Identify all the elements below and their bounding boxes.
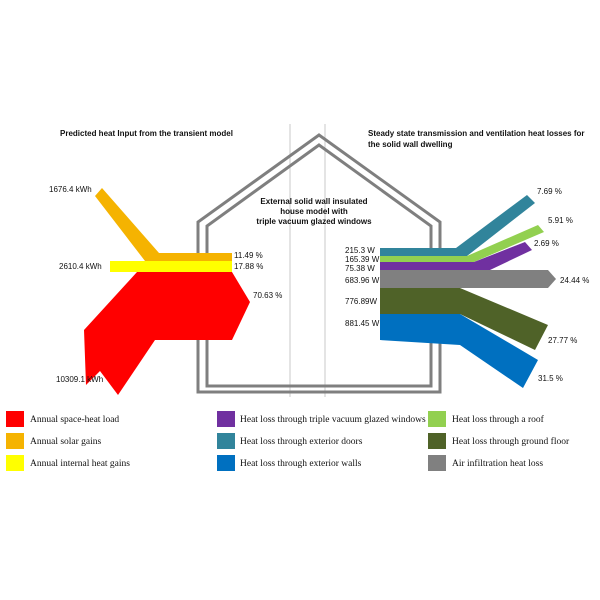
legend-swatch-solar xyxy=(6,433,24,449)
roof-loss-flow xyxy=(380,225,544,262)
legend-swatch-walls xyxy=(217,455,235,471)
legend-swatch-space-heat xyxy=(6,411,24,427)
infiltration-loss-flow xyxy=(380,270,556,288)
legend-label-solar: Annual solar gains xyxy=(30,437,102,447)
legend-swatch-ground xyxy=(428,433,446,449)
house-caption-line2: house model with xyxy=(280,207,348,216)
house-caption-line1: External solid wall insulated xyxy=(260,197,367,206)
legend-label-walls: Heat loss through exterior walls xyxy=(240,459,362,469)
doors-w-label: 215.3 W xyxy=(345,246,375,255)
space-pct-label: 70.63 % xyxy=(253,291,282,300)
ground-pct-label: 27.77 % xyxy=(548,336,577,345)
windows-pct-label: 2.69 % xyxy=(534,239,559,248)
walls-loss-flow xyxy=(380,314,538,388)
legend-swatch-roof xyxy=(428,411,446,427)
internal-kwh-label: 2610.4 kWh xyxy=(59,262,102,271)
internal-pct-label: 17.88 % xyxy=(234,262,263,271)
roof-w-label: 165.39 W xyxy=(345,255,380,264)
legend-swatch-doors xyxy=(217,433,235,449)
legend-label-internal: Annual internal heat gains xyxy=(30,459,130,469)
windows-loss-flow xyxy=(380,242,532,270)
left-panel-title: Predicted heat Input from the transient … xyxy=(60,129,233,138)
walls-pct-label: 31.5 % xyxy=(538,374,563,383)
legend-swatch-windows xyxy=(217,411,235,427)
right-panel-title-line1: Steady state transmission and ventilatio… xyxy=(368,129,585,138)
legend-label-windows: Heat loss through triple vacuum glazed w… xyxy=(240,415,426,425)
legend-label-roof: Heat loss through a roof xyxy=(452,414,545,425)
legend-label-space-heat: Annual space-heat load xyxy=(30,415,119,425)
legend-label-doors: Heat loss through exterior doors xyxy=(240,437,363,447)
legend-swatch-infiltration xyxy=(428,455,446,471)
legend-label-infiltration: Air infiltration heat loss xyxy=(452,458,543,469)
walls-w-label: 881.45 W xyxy=(345,319,380,328)
space-kwh-label: 10309.1 kWh xyxy=(56,375,103,384)
ground-floor-loss-flow xyxy=(380,288,548,350)
house-caption-line3: triple vacuum glazed windows xyxy=(256,217,372,226)
right-panel-title-line2: the solid wall dwelling xyxy=(368,140,453,149)
doors-loss-flow xyxy=(380,195,535,256)
solar-kwh-label: 1676.4 kWh xyxy=(49,185,92,194)
solar-gains-flow xyxy=(95,188,232,261)
space-heat-load-flow xyxy=(84,272,250,395)
infiltration-pct-label: 24.44 % xyxy=(560,276,589,285)
infiltration-w-label: 683.96 W xyxy=(345,276,380,285)
windows-w-label: 75.38 W xyxy=(345,264,375,273)
ground-w-label: 776.89W xyxy=(345,297,377,306)
legend-label-ground: Heat loss through ground floor xyxy=(452,436,570,447)
legend: Annual space-heat load Heat loss through… xyxy=(6,411,570,471)
roof-pct-label: 5.91 % xyxy=(548,216,573,225)
legend-swatch-internal xyxy=(6,455,24,471)
doors-pct-label: 7.69 % xyxy=(537,187,562,196)
solar-pct-label: 11.49 % xyxy=(234,251,263,260)
internal-gains-flow xyxy=(110,261,232,272)
